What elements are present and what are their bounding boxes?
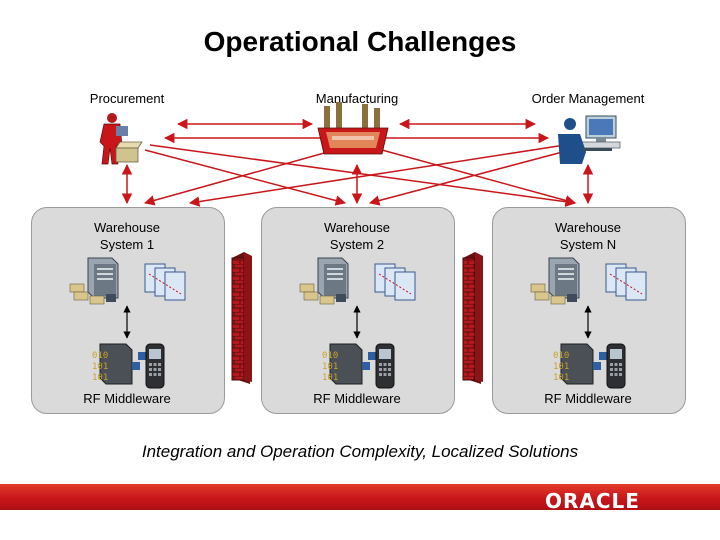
warehouse-label-line2: System 2 — [329, 237, 385, 252]
oracle-logo: ORACLE — [545, 489, 640, 513]
firewall-icon — [462, 252, 483, 384]
document-stack-icon — [374, 263, 416, 301]
warehouse-label-n: Warehouse System N — [492, 219, 684, 253]
warehouse-label-line2: System 1 — [99, 237, 155, 252]
handheld-scanner-icon — [606, 343, 626, 389]
server-icon — [69, 257, 119, 305]
warehouse-label-2: Warehouse System 2 — [261, 219, 453, 253]
cross-arrows — [143, 144, 577, 207]
binary-server-icon: 010 101 101 — [553, 343, 607, 385]
handheld-scanner-icon — [145, 343, 165, 389]
svg-text:101: 101 — [553, 373, 569, 383]
vertical-arrows-middleware — [123, 305, 592, 339]
warehouse-label-line1: Warehouse — [555, 220, 621, 235]
factory-icon — [317, 102, 389, 155]
binary-server-icon: 010 101 101 — [322, 343, 376, 385]
server-icon — [530, 257, 580, 305]
document-stack-icon — [144, 263, 186, 301]
svg-text:101: 101 — [92, 373, 108, 383]
rf-middleware-label-1: RF Middleware — [83, 391, 171, 406]
handheld-scanner-icon — [375, 343, 395, 389]
rf-middleware-label-2: RF Middleware — [313, 391, 401, 406]
vertical-arrows-top — [121, 163, 594, 205]
warehouse-label-line2: System N — [559, 237, 617, 252]
svg-text:010: 010 — [322, 351, 338, 361]
rf-middleware-label-n: RF Middleware — [544, 391, 632, 406]
page-title: Operational Challenges — [203, 26, 517, 57]
document-stack-icon — [605, 263, 647, 301]
server-icon — [299, 257, 349, 305]
svg-text:101: 101 — [553, 362, 569, 372]
order-management-label: Order Management — [531, 91, 645, 106]
firewall-icon — [231, 252, 252, 384]
svg-text:010: 010 — [553, 351, 569, 361]
svg-text:101: 101 — [92, 362, 108, 372]
person-box-icon — [99, 113, 143, 165]
footer-caption: Integration and Operation Complexity, Lo… — [141, 442, 579, 461]
svg-text:101: 101 — [322, 362, 338, 372]
warehouse-label-1: Warehouse System 1 — [31, 219, 223, 253]
warehouse-label-line1: Warehouse — [324, 220, 390, 235]
warehouse-label-line1: Warehouse — [94, 220, 160, 235]
svg-text:101: 101 — [322, 373, 338, 383]
computer-user-icon — [558, 115, 621, 164]
binary-server-icon: 010 101 101 — [92, 343, 146, 385]
svg-text:010: 010 — [92, 351, 108, 361]
brand-bar — [0, 484, 720, 510]
procurement-label: Procurement — [89, 91, 165, 106]
